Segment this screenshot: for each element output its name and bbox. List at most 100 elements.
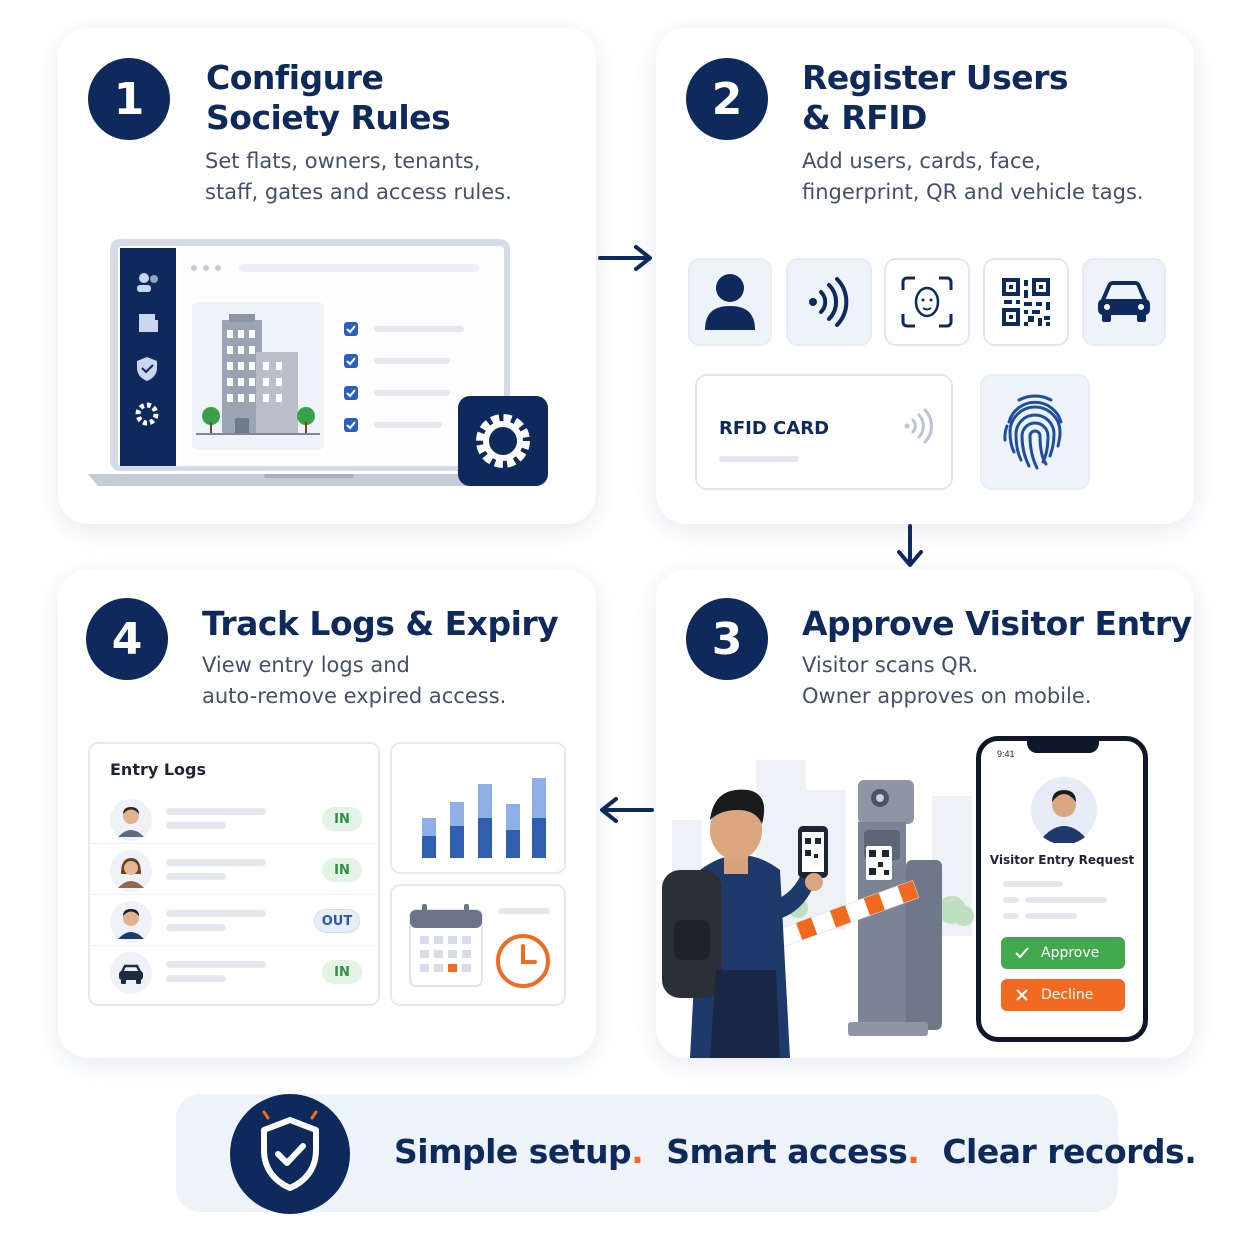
step-1-title: Configure Society Rules	[206, 58, 451, 138]
tagline-part1: Simple setup	[394, 1132, 632, 1171]
visitor-avatar-icon	[1031, 777, 1097, 843]
fingerprint-tile	[980, 374, 1090, 490]
nfc-signal-icon	[809, 277, 849, 327]
step-1-title-line2: Society Rules	[206, 98, 451, 137]
log-line	[166, 975, 226, 982]
car-icon	[110, 952, 152, 994]
tagline-dot: .	[907, 1132, 920, 1171]
tagline-dot: .	[1184, 1132, 1197, 1171]
arrow-left-icon	[600, 797, 654, 823]
calendar-line	[498, 908, 550, 914]
qr-code-icon	[1002, 278, 1050, 326]
vehicle-tile	[1082, 258, 1166, 346]
approve-button[interactable]: Approve	[1001, 937, 1125, 969]
entry-logs-title: Entry Logs	[110, 760, 207, 779]
arrow-right-icon	[598, 245, 652, 271]
fingerprint-icon	[1003, 394, 1063, 470]
tagline-banner: Simple setup. Smart access. Clear record…	[176, 1094, 1197, 1214]
step-3-desc-line1: Visitor scans QR.	[802, 653, 979, 677]
step-1-number: 1	[88, 58, 170, 140]
decline-label: Decline	[1041, 987, 1094, 1003]
log-row: OUT	[90, 896, 378, 946]
visitor-gate-illustration	[662, 760, 974, 1058]
nfc-tile	[786, 258, 872, 346]
shield-check-icon	[230, 1094, 350, 1214]
tagline-text: Simple setup. Smart access. Clear record…	[394, 1132, 1197, 1171]
request-line	[1025, 897, 1107, 903]
request-line	[1003, 897, 1019, 903]
log-line	[166, 873, 226, 880]
step-2-title: Register Users & RFID	[802, 58, 1069, 138]
step-1-description: Set flats, owners, tenants, staff, gates…	[205, 146, 512, 208]
log-line	[166, 859, 266, 866]
bar-chart-icon	[422, 778, 546, 858]
tagline-part3: Clear records	[942, 1132, 1185, 1171]
laptop-sidebar	[120, 248, 176, 466]
shield-icon	[137, 357, 157, 381]
step-2-desc-line1: Add users, cards, face,	[802, 149, 1042, 173]
decline-button[interactable]: Decline	[1001, 979, 1125, 1011]
status-badge: IN	[322, 807, 362, 831]
step-1-title-line1: Configure	[206, 58, 384, 97]
step-3-desc-line2: Owner approves on mobile.	[802, 684, 1092, 708]
step-3-card: 3 Approve Visitor Entry Visitor scans QR…	[656, 570, 1194, 1058]
step-1-desc-line1: Set flats, owners, tenants,	[205, 149, 481, 173]
phone-mockup: 9:41 Visitor Entry Request Approve Decli…	[976, 736, 1148, 1042]
log-line	[166, 924, 226, 931]
bar-chart-panel	[390, 742, 566, 874]
step-3-description: Visitor scans QR. Owner approves on mobi…	[802, 650, 1092, 712]
qr-tile	[983, 258, 1069, 346]
status-badge: IN	[322, 858, 362, 882]
approve-label: Approve	[1041, 945, 1100, 961]
request-line	[1003, 913, 1019, 919]
phone-notch	[1027, 741, 1099, 753]
log-line	[166, 808, 266, 815]
phone-time: 9:41	[997, 749, 1015, 759]
step-4-desc-line1: View entry logs and	[202, 653, 410, 677]
building-illustration	[196, 314, 320, 435]
request-line	[1025, 913, 1077, 919]
log-line	[166, 822, 226, 829]
step-2-description: Add users, cards, face, fingerprint, QR …	[802, 146, 1144, 208]
user-tile	[688, 258, 772, 346]
step-4-title: Track Logs & Expiry	[202, 604, 559, 643]
tagline-part2: Smart access	[666, 1132, 908, 1171]
man-avatar-icon	[110, 901, 152, 943]
face-scan-icon	[901, 276, 953, 328]
log-line	[166, 910, 266, 917]
calendar-icon	[409, 904, 483, 987]
car-icon	[1098, 281, 1150, 322]
status-badge: OUT	[314, 909, 360, 933]
rfid-signal-icon	[904, 408, 933, 444]
log-row: IN	[90, 845, 378, 895]
step-3-number: 3	[686, 598, 768, 680]
step-4-desc-line2: auto-remove expired access.	[202, 684, 507, 708]
step-3-title: Approve Visitor Entry	[802, 604, 1192, 643]
visitor-entry-request-title: Visitor Entry Request	[989, 853, 1135, 867]
request-line	[1003, 881, 1063, 887]
users-icon	[137, 273, 158, 292]
rfid-card-label: RFID CARD	[719, 418, 830, 439]
step-2-desc-line2: fingerprint, QR and vehicle tags.	[802, 180, 1144, 204]
checklist	[344, 322, 464, 432]
entry-logs-panel: Entry Logs IN IN OUT IN	[88, 742, 380, 1006]
calendar-panel	[390, 884, 566, 1006]
check-icon	[1015, 947, 1029, 959]
tagline-dot: .	[631, 1132, 644, 1171]
step-1-card: 1 Configure Society Rules Set flats, own…	[58, 28, 596, 524]
clock-icon	[496, 934, 550, 988]
status-badge: IN	[322, 960, 362, 984]
rfid-card-line	[719, 456, 799, 462]
step-2-title-line2: & RFID	[802, 98, 927, 137]
man-avatar-icon	[110, 799, 152, 841]
step-2-number: 2	[686, 58, 768, 140]
rfid-card: RFID CARD	[695, 374, 953, 490]
face-tile	[884, 258, 970, 346]
building-icon	[139, 314, 158, 332]
user-icon	[705, 274, 755, 330]
gear-icon-small	[135, 402, 159, 426]
step-2-title-line1: Register Users	[802, 58, 1069, 97]
woman-avatar-icon	[110, 850, 152, 892]
step-4-card: 4 Track Logs & Expiry View entry logs an…	[58, 570, 596, 1058]
step-4-description: View entry logs and auto-remove expired …	[202, 650, 506, 712]
